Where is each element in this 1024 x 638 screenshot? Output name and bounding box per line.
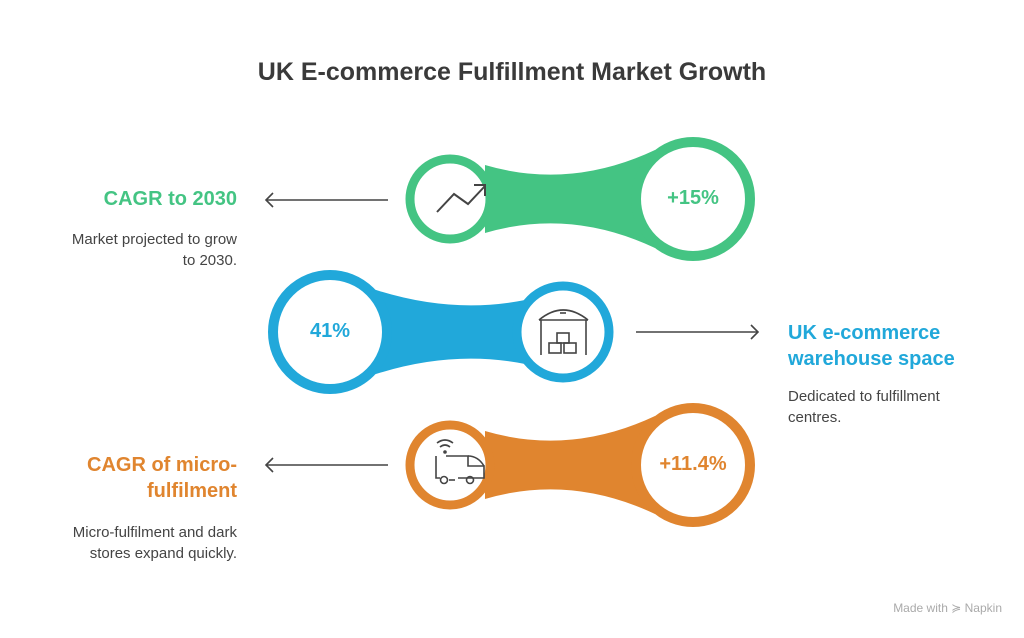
icon-circle	[512, 281, 614, 383]
arrow-right-icon	[636, 324, 760, 340]
value-circle	[631, 137, 755, 261]
made-with-label: Made with	[893, 601, 948, 615]
value-label: +15%	[667, 187, 719, 209]
item-heading: CAGR of micro-fulfilment	[87, 454, 237, 502]
made-with-napkin[interactable]: Made with ≽ Napkin	[893, 601, 1002, 615]
page-title: UK E-commerce Fulfillment Market Growth	[257, 58, 767, 86]
value-label: +11.4%	[659, 453, 727, 475]
trending-up-icon	[436, 184, 486, 213]
napkin-logo-icon: ≽	[951, 601, 962, 615]
arrow-left-icon	[264, 192, 388, 208]
item-description: Micro-fulfilment and dark stores expand …	[72, 524, 237, 562]
row-cagr-2030	[264, 137, 755, 261]
item-description: Dedicated to fulfillment centres.	[788, 388, 940, 426]
brand-label: Napkin	[964, 601, 1002, 615]
arrow-left-icon	[264, 457, 388, 473]
item-heading: CAGR to 2030	[103, 188, 237, 210]
value-circle	[631, 403, 755, 527]
value-circle	[268, 270, 392, 394]
row-micro-fulfilment	[264, 403, 755, 527]
row-warehouse-space	[268, 270, 760, 394]
connected-truck-icon	[435, 439, 485, 485]
connector-band	[370, 288, 525, 376]
connector-band	[485, 416, 655, 514]
item-heading: UK e-commerce warehouse space	[788, 322, 955, 370]
warehouse-icon	[538, 309, 589, 355]
connector-band	[485, 150, 655, 248]
value-label: 41%	[309, 320, 351, 342]
item-description: Market projected to grow to 2030.	[71, 231, 237, 269]
icon-circle	[405, 420, 495, 510]
